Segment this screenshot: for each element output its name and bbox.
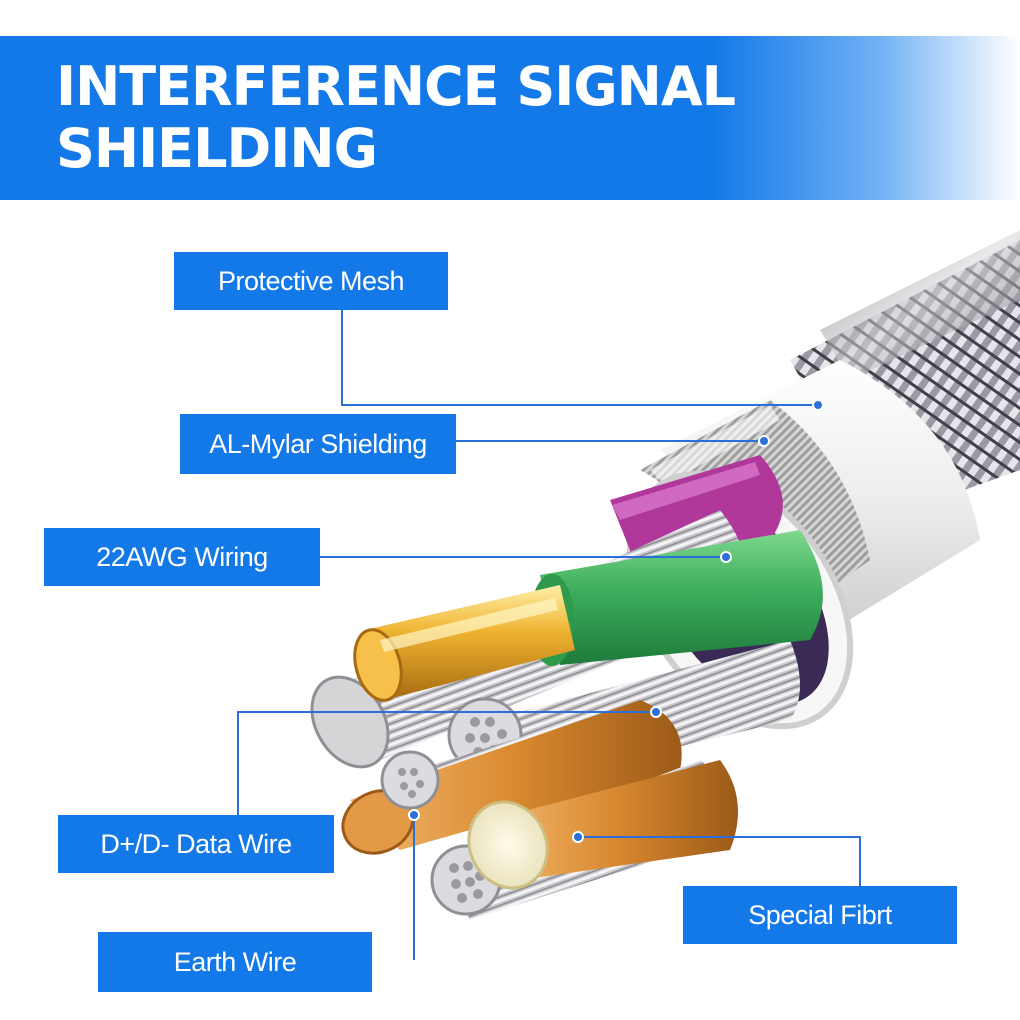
callout-al-mylar-label: AL-Mylar Shielding [209,428,427,459]
callout-protective-mesh: Protective Mesh [174,252,448,310]
callout-al-mylar-shielding: AL-Mylar Shielding [180,414,456,474]
special-fibre-end [467,800,549,890]
callout-protective-mesh-label: Protective Mesh [217,265,405,296]
callout-22awg-wiring: 22AWG Wiring [44,528,320,586]
callout-data-wire-label: D+/D- Data Wire [100,828,292,859]
green-conductor [540,530,823,665]
banner-title-line1: INTERFERENCE SIGNAL [56,55,736,118]
callout-data-wire: D+/D- Data Wire [58,815,334,873]
banner-title-line2: SHIELDING [56,117,378,180]
callout-wiring-label: 22AWG Wiring [96,541,268,572]
callout-special-fibrt-label: Special Fibrt [748,899,892,930]
earth-conductor [350,700,682,850]
title-banner: INTERFERENCE SIGNAL SHIELDING [0,36,1020,200]
callout-earth-wire-label: Earth Wire [173,946,297,977]
callout-special-fibrt: Special Fibrt [683,886,957,944]
leader-dots [408,399,824,843]
callout-earth-wire: Earth Wire [98,932,372,992]
banner-title: INTERFERENCE SIGNAL SHIELDING [56,55,736,180]
